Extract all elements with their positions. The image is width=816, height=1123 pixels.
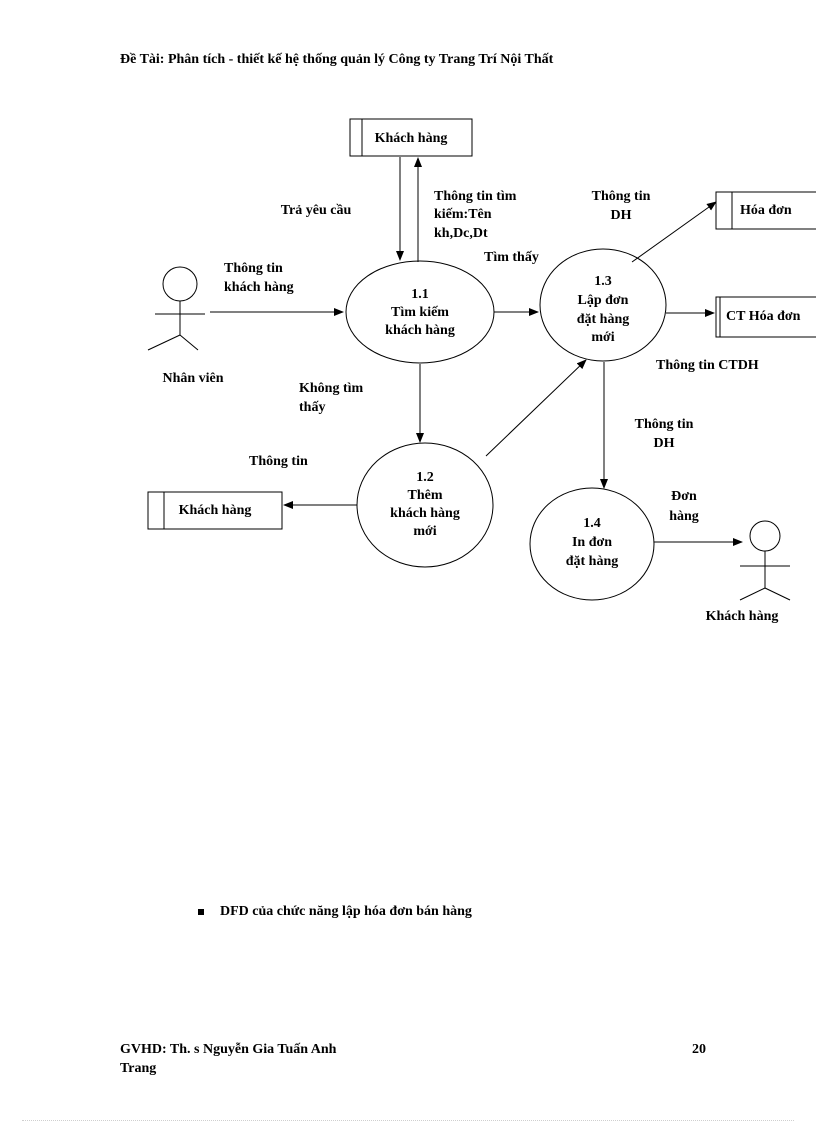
datastore-hoa-don: Hóa đơn [715, 191, 816, 230]
svg-text:khách hàng: khách hàng [385, 323, 455, 338]
flow-label-thong-tin-dh-top-2: DH [611, 208, 632, 223]
flow-label-thong-tin-ctdh: Thông tin CTDH [656, 358, 759, 373]
flow-label-thong-tin-kh-1: Thông tin [224, 261, 283, 276]
flow-arrows [210, 157, 743, 546]
flow-label-tim-thay: Tìm thấy [484, 250, 539, 265]
flow-label-thong-tin-left: Thông tin [249, 454, 308, 469]
flow-label-khong-tim-thay-2: thấy [299, 400, 325, 415]
svg-text:Tìm kiếm: Tìm kiếm [391, 305, 449, 320]
svg-text:In đơn: In đơn [572, 535, 612, 550]
datastore-khach-hang-top: Khách hàng [349, 118, 473, 157]
flow-label-don-hang-2: hàng [669, 509, 699, 524]
datastore-label: Khách hàng [179, 503, 252, 518]
page-number: 20 [692, 1042, 706, 1057]
process-1-2: 1.2 Thêm khách hàng mới [356, 442, 494, 568]
footer-supervisor: GVHD: Th. s Nguyễn Gia Tuấn Anh [120, 1042, 337, 1057]
actor-label-nhan-vien: Nhân viên [162, 371, 223, 386]
dfd-diagram: Khách hàng Khách hàng Hóa đơn CT Hóa đơn… [147, 118, 816, 624]
svg-text:đặt hàng: đặt hàng [577, 312, 630, 327]
svg-text:đặt hàng: đặt hàng [566, 554, 619, 569]
flow-label-thong-tin-tim-kiem-2: kiếm:Tên [434, 207, 492, 222]
svg-text:mới: mới [413, 524, 436, 539]
flow-label-tra-yeu-cau: Trả yêu cầu [281, 203, 352, 218]
svg-text:1.1: 1.1 [411, 287, 429, 302]
process-1-1: 1.1 Tìm kiếm khách hàng [345, 260, 495, 364]
svg-text:Lập đơn: Lập đơn [578, 293, 629, 308]
datastore-label: CT Hóa đơn [726, 309, 801, 324]
page-bottom-divider [22, 1120, 794, 1121]
datastore-khach-hang-left: Khách hàng [147, 491, 283, 530]
svg-text:Thêm: Thêm [408, 488, 443, 503]
datastore-ct-hoa-don: CT Hóa đơn [715, 296, 816, 338]
flow-label-don-hang-1: Đơn [671, 489, 697, 504]
flow-label-thong-tin-dh-mid-2: DH [654, 436, 675, 451]
flow-label-khong-tim-thay-1: Không tìm [299, 381, 364, 396]
datastore-label: Hóa đơn [740, 203, 792, 218]
flow-label-thong-tin-kh-2: khách hàng [224, 280, 294, 295]
svg-text:khách hàng: khách hàng [390, 506, 460, 521]
datastore-label: Khách hàng [375, 131, 448, 146]
svg-text:1.2: 1.2 [416, 470, 434, 485]
process-1-4: 1.4 In đơn đặt hàng [529, 487, 655, 601]
actor-khach-hang [739, 520, 791, 601]
page-header: Đề Tài: Phân tích - thiết kế hệ thống qu… [120, 52, 554, 67]
actor-nhan-vien [147, 266, 205, 351]
svg-text:1.4: 1.4 [583, 516, 601, 531]
flow-label-thong-tin-dh-top-1: Thông tin [592, 189, 651, 204]
diagram-caption: DFD của chức năng lập hóa đơn bán hàng [198, 904, 472, 920]
flow-label-thong-tin-tim-kiem-3: kh,Dc,Dt [434, 226, 488, 241]
flow-label-thong-tin-dh-mid-1: Thông tin [635, 417, 694, 432]
svg-text:mới: mới [591, 330, 614, 345]
process-1-3: 1.3 Lập đơn đặt hàng mới [539, 248, 667, 362]
svg-text:1.3: 1.3 [594, 274, 612, 289]
actor-label-khach-hang: Khách hàng [706, 609, 779, 624]
arrow-1-2-to-1-3 [485, 359, 587, 457]
flow-label-thong-tin-tim-kiem-1: Thông tin tìm [434, 189, 517, 204]
arrow-1-3-to-hoadon [631, 201, 717, 263]
footer-page-word: Trang [120, 1061, 157, 1076]
caption-text: DFD của chức năng lập hóa đơn bán hàng [220, 904, 472, 919]
bullet-icon [198, 908, 204, 915]
